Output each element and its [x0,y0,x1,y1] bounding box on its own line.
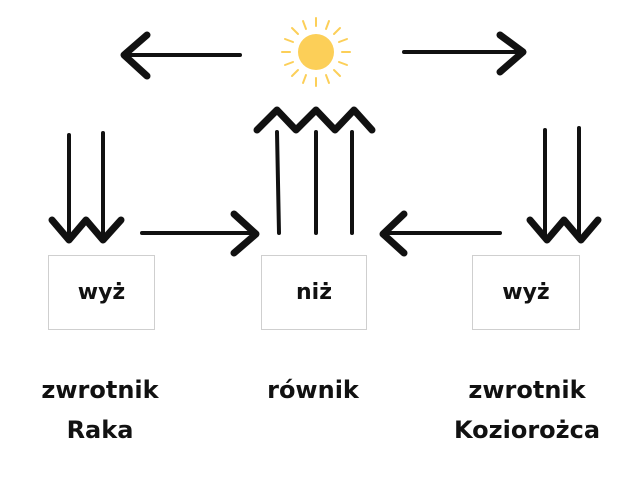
top-right-arrow [402,31,527,76]
label-tropic-of-cancer: zwrotnik Raka [0,370,200,450]
box-left-text: wyż [77,280,126,305]
label-right-line-2: Koziorożca [453,416,601,444]
label-right-line-1: zwrotnik [468,376,586,404]
high-pressure-box-right: wyż [472,255,580,330]
sun-icon [281,17,351,87]
box-center-text: niż [295,280,332,305]
box-right-text: wyż [502,280,550,305]
left-descending-arrows [48,131,125,244]
top-left-arrow [120,31,242,80]
label-center-line-1: równik [267,376,359,404]
label-equator: równik [213,370,413,410]
center-ascending-arrows [253,106,376,235]
right-descending-arrows [526,126,602,244]
lower-right-arrow [379,210,502,257]
label-left-line-2: Raka [66,416,134,444]
label-tropic-of-capricorn: zwrotnik Koziorożca [427,370,627,450]
high-pressure-box-left: wyż [48,255,155,330]
label-left-line-1: zwrotnik [41,376,159,404]
low-pressure-box-center: niż [261,255,367,330]
lower-left-arrow [140,210,260,257]
